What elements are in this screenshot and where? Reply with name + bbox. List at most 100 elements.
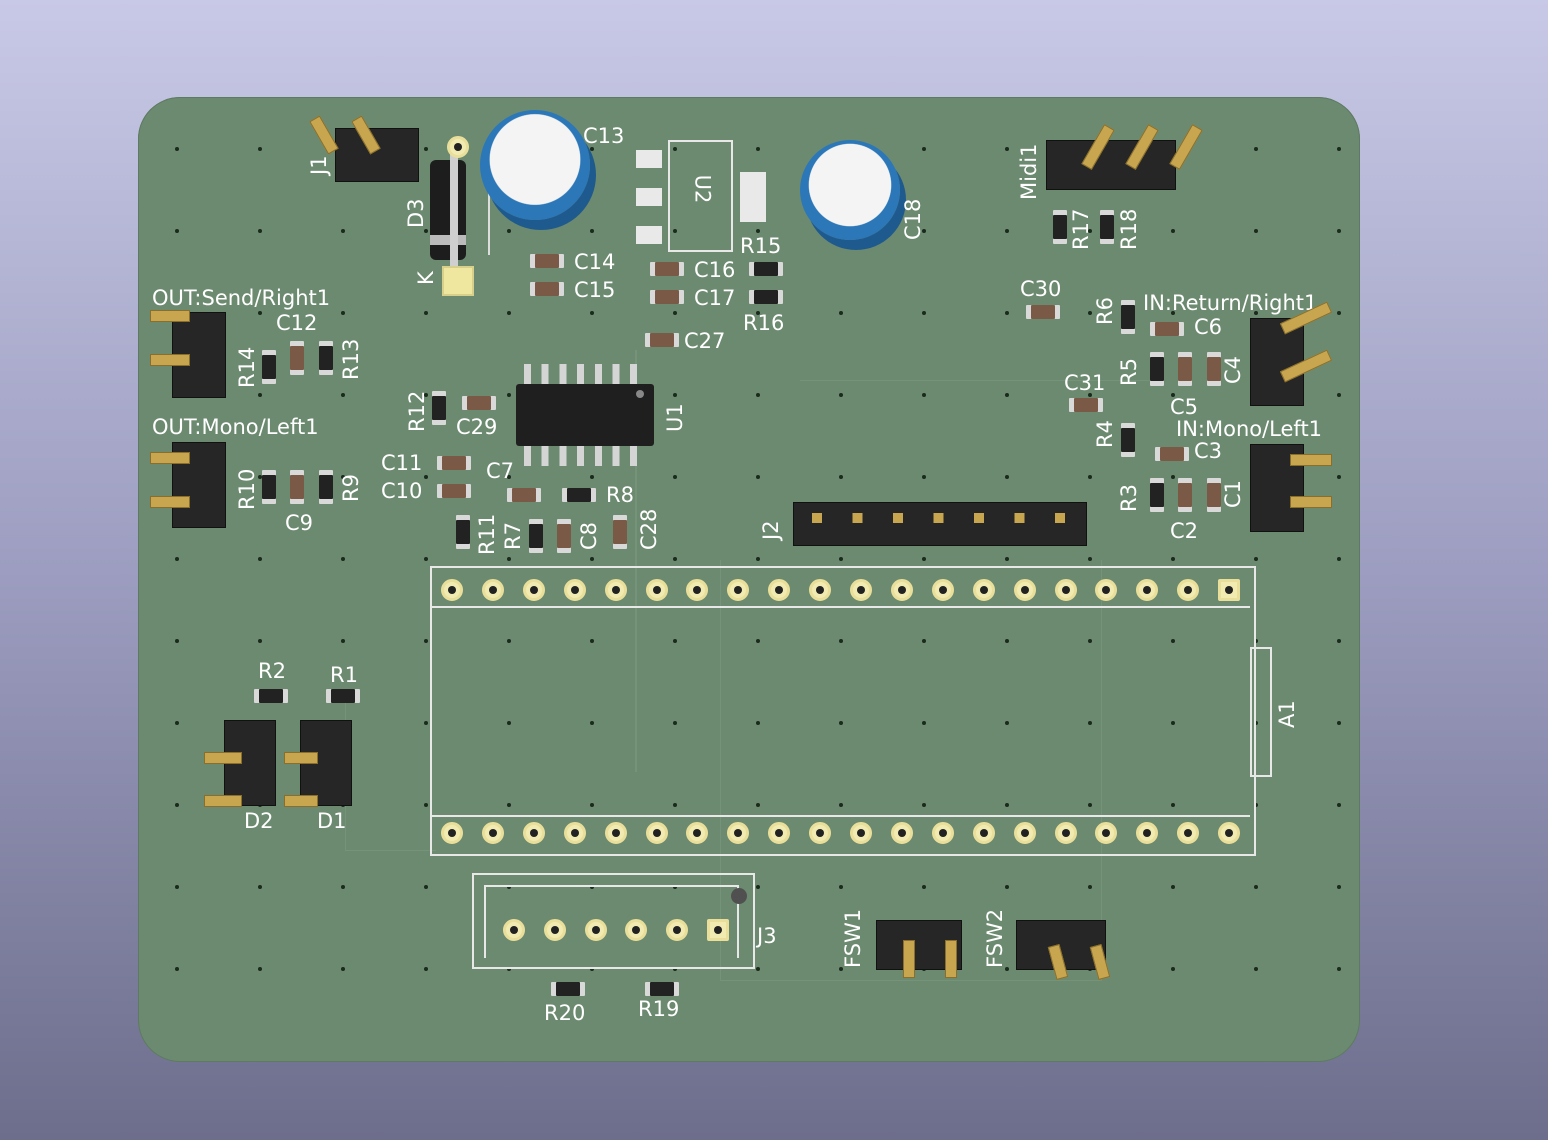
u2-pad bbox=[636, 150, 662, 168]
label-r12: R12 bbox=[405, 390, 429, 432]
through-hole-pad bbox=[604, 579, 627, 601]
through-hole-pad bbox=[563, 579, 586, 601]
j3-outline bbox=[472, 873, 755, 969]
r17-resistor bbox=[1053, 215, 1067, 239]
c27-capacitor bbox=[650, 333, 674, 347]
via bbox=[424, 475, 428, 479]
j1-header bbox=[335, 128, 419, 182]
label-j1: J1 bbox=[307, 155, 331, 175]
r18-resistor bbox=[1100, 215, 1114, 239]
through-hole-pad bbox=[890, 822, 913, 844]
via bbox=[424, 721, 428, 725]
via bbox=[507, 885, 511, 889]
r7-resistor bbox=[529, 524, 543, 548]
via bbox=[839, 803, 843, 807]
via bbox=[839, 885, 843, 889]
c31-capacitor bbox=[1074, 398, 1098, 412]
via bbox=[673, 967, 677, 971]
label-r10: R10 bbox=[235, 468, 259, 510]
via bbox=[756, 557, 760, 561]
via bbox=[1171, 803, 1175, 807]
via bbox=[507, 311, 511, 315]
through-hole-pad bbox=[441, 579, 463, 601]
via bbox=[590, 885, 594, 889]
r5-resistor bbox=[1150, 357, 1164, 381]
via bbox=[1005, 803, 1009, 807]
a1-outline bbox=[430, 566, 1256, 856]
via bbox=[1005, 885, 1009, 889]
via bbox=[756, 967, 760, 971]
c3-capacitor bbox=[1160, 447, 1184, 461]
via bbox=[590, 803, 594, 807]
label-r2: R2 bbox=[258, 659, 286, 683]
c2-capacitor bbox=[1178, 483, 1192, 507]
through-hole-pad bbox=[1177, 579, 1200, 601]
via bbox=[1254, 803, 1258, 807]
via bbox=[1337, 557, 1341, 561]
label-c14: C14 bbox=[574, 250, 616, 274]
through-hole-pad bbox=[931, 822, 954, 844]
via bbox=[839, 967, 843, 971]
via bbox=[258, 475, 262, 479]
via bbox=[922, 475, 926, 479]
label-r13: R13 bbox=[339, 338, 363, 380]
via bbox=[590, 311, 594, 315]
fsw1-pin bbox=[903, 940, 915, 978]
label-c29: C29 bbox=[456, 415, 498, 439]
u2-outline bbox=[668, 140, 733, 252]
via bbox=[175, 557, 179, 561]
via bbox=[175, 639, 179, 643]
via bbox=[507, 721, 511, 725]
u1-chip bbox=[516, 384, 654, 446]
via bbox=[839, 557, 843, 561]
via bbox=[341, 311, 345, 315]
via bbox=[258, 885, 262, 889]
through-hole-pad bbox=[809, 579, 832, 601]
via bbox=[507, 393, 511, 397]
label-c7: C7 bbox=[486, 459, 515, 483]
via bbox=[922, 885, 926, 889]
label-in-mono: IN:Mono/Left1 bbox=[1176, 417, 1323, 441]
via bbox=[424, 557, 428, 561]
via bbox=[1005, 147, 1009, 151]
via bbox=[922, 311, 926, 315]
label-c8: C8 bbox=[577, 521, 601, 550]
via bbox=[507, 639, 511, 643]
through-hole-pad bbox=[972, 579, 995, 601]
label-r15: R15 bbox=[740, 234, 782, 258]
label-r17: R17 bbox=[1069, 208, 1093, 250]
u1-pins-top bbox=[524, 364, 648, 384]
j2-header bbox=[793, 502, 1087, 546]
via bbox=[1005, 475, 1009, 479]
label-c4: C4 bbox=[1221, 355, 1245, 384]
label-c10: C10 bbox=[381, 479, 423, 503]
j2-pins bbox=[812, 513, 1092, 523]
via bbox=[922, 393, 926, 397]
via bbox=[1171, 311, 1175, 315]
label-c30: C30 bbox=[1020, 277, 1062, 301]
r12-resistor bbox=[432, 396, 446, 420]
through-hole-pad bbox=[1136, 579, 1159, 601]
label-in-return: IN:Return/Right1 bbox=[1143, 291, 1318, 315]
via bbox=[673, 557, 677, 561]
via bbox=[507, 229, 511, 233]
via bbox=[1254, 721, 1258, 725]
via bbox=[756, 475, 760, 479]
through-hole-pad bbox=[768, 822, 791, 844]
c14-capacitor bbox=[535, 254, 559, 268]
r16-resistor bbox=[754, 290, 778, 304]
label-c1: C1 bbox=[1221, 479, 1245, 508]
label-midi1: Midi1 bbox=[1017, 143, 1041, 200]
r6-resistor bbox=[1121, 305, 1135, 329]
via bbox=[175, 721, 179, 725]
via bbox=[1171, 721, 1175, 725]
d3-lead bbox=[450, 140, 458, 270]
out-send-pin bbox=[150, 310, 190, 322]
through-hole-pad bbox=[1177, 822, 1200, 844]
through-hole-pad bbox=[707, 919, 729, 941]
via bbox=[1254, 885, 1258, 889]
label-r8: R8 bbox=[606, 483, 634, 507]
label-c28: C28 bbox=[637, 508, 661, 550]
through-hole-pad bbox=[666, 919, 689, 941]
